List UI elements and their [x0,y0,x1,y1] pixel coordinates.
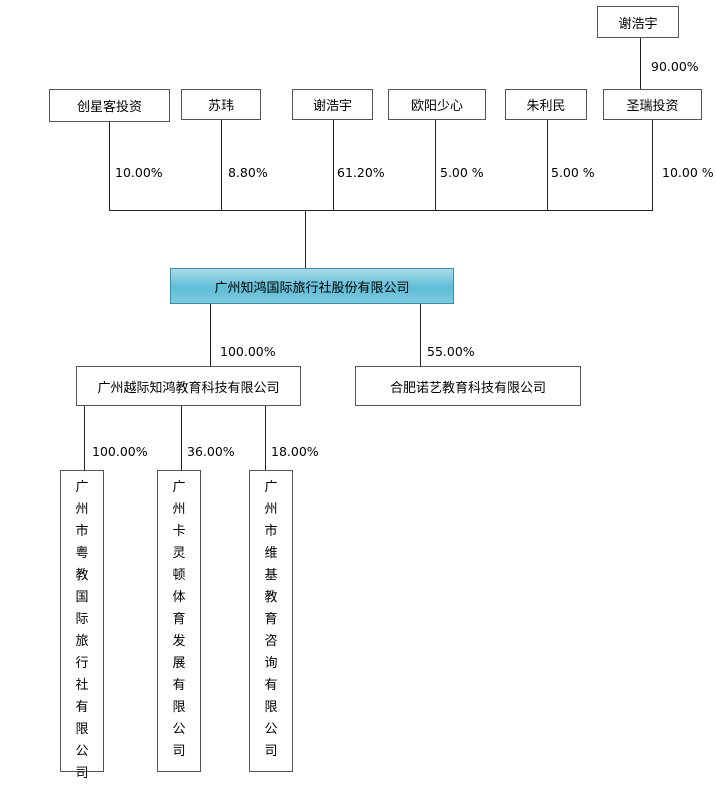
parent-node-xie-haoyu: 谢浩宇 [597,6,679,38]
connector-line [547,120,548,210]
ownership-percent: 61.20% [337,165,385,180]
connector-line [305,210,306,268]
ownership-percent: 10.00% [115,165,163,180]
connector-line [210,304,211,366]
ownership-percent: 100.00% [220,344,276,359]
shareholder-node: 圣瑞投资 [603,89,702,120]
shareholder-node: 苏玮 [181,89,261,120]
ownership-percent: 5.00 % [440,165,484,180]
node-label: 圣瑞投资 [626,99,679,114]
node-label: 广州市维基教育咨询有限公司 [264,480,278,759]
sub-subsidiary-node: 广州卡灵顿体育发展有限公司 [157,470,201,772]
ownership-percent: 100.00% [92,444,148,459]
connector-line [181,406,182,470]
shareholder-node: 朱利民 [505,89,587,120]
connector-line [84,406,85,470]
connector-line [652,120,653,210]
connector-line [109,210,653,211]
connector-line [640,38,641,90]
sub-subsidiary-node: 广州市粤教国际旅行社有限公司 [60,470,104,781]
main-company-node: 广州知鸿国际旅行社股份有限公司 [170,268,454,304]
node-label: 合肥诺艺教育科技有限公司 [389,380,546,396]
ownership-percent: 55.00% [427,344,475,359]
node-label: 朱利民 [526,99,566,114]
subsidiary-node: 广州越际知鸿教育科技有限公司 [76,366,301,406]
connector-line [333,120,334,210]
node-label: 苏玮 [207,99,234,114]
node-label: 谢浩宇 [618,16,658,32]
connector-line [265,406,266,470]
node-label: 欧阳少心 [410,99,463,114]
node-label: 广州市粤教国际旅行社有限公司 [75,480,89,781]
connector-line [109,122,110,210]
ownership-percent: 5.00 % [551,165,595,180]
sub-subsidiary-node: 广州市维基教育咨询有限公司 [249,470,293,772]
shareholder-node: 欧阳少心 [388,89,486,120]
node-label: 谢浩宇 [312,99,352,114]
ownership-percent: 8.80% [228,165,268,180]
connector-line [420,304,421,366]
ownership-percent: 36.00% [187,444,235,459]
connector-line [221,120,222,210]
node-label: 创星客投资 [76,100,142,115]
connector-line [435,120,436,210]
node-label: 广州卡灵顿体育发展有限公司 [172,480,186,759]
ownership-percent: 90.00% [651,59,699,74]
node-label: 广州越际知鸿教育科技有限公司 [97,380,280,396]
shareholder-node: 谢浩宇 [292,89,373,120]
ownership-percent: 10.00 % [662,165,714,180]
company-name: 广州知鸿国际旅行社股份有限公司 [214,280,410,296]
shareholder-node: 创星客投资 [49,89,170,122]
subsidiary-node: 合肥诺艺教育科技有限公司 [355,366,581,406]
ownership-percent: 18.00% [271,444,319,459]
